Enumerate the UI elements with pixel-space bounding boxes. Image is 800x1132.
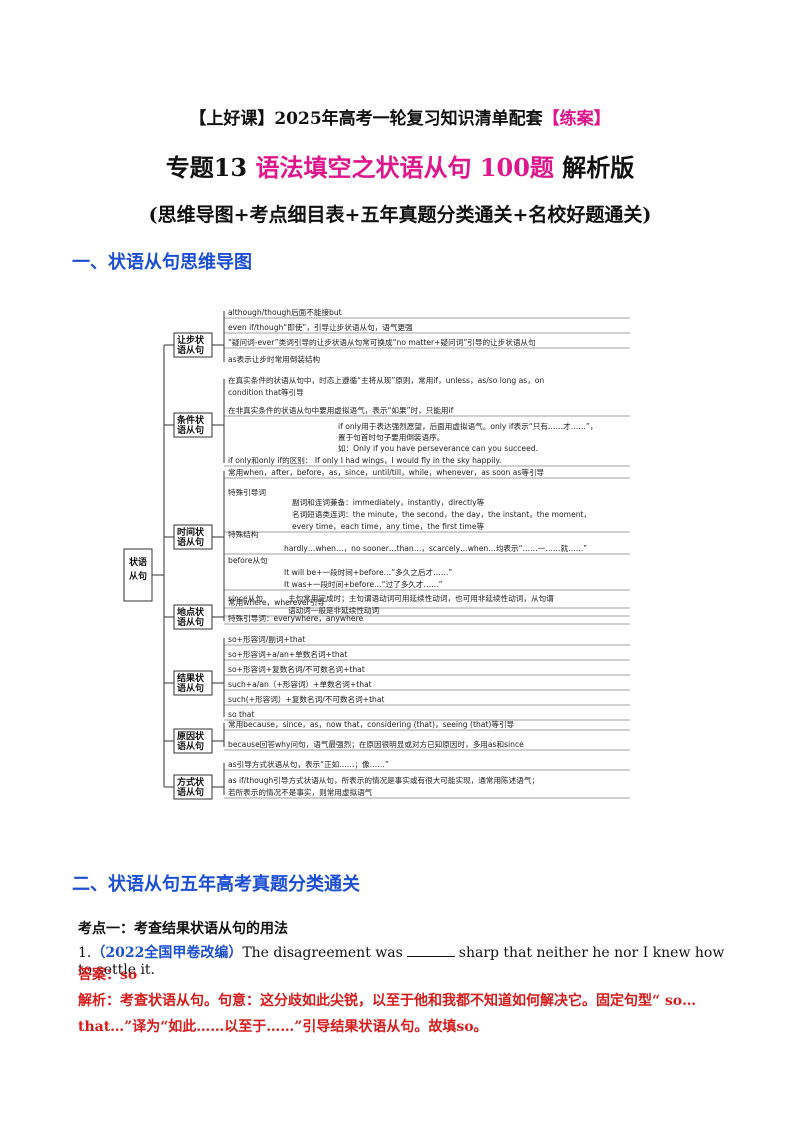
mindmap-item: before从句 [228, 555, 268, 565]
mindmap-item: 若所表示的情况不是事实，则常用虚拟语气 [228, 787, 373, 797]
mindmap-branch-box [173, 524, 213, 550]
mindmap-item: hardly…when…，no sooner…than…，scarcely…wh… [284, 543, 587, 553]
mindmap-branch-label: 结果状 [177, 672, 205, 684]
answer-line: 答案：so [78, 967, 138, 983]
mindmap-item: 常用when，after，before，as，since，until/till，… [228, 467, 545, 477]
mindmap-item: 特殊结构 [228, 529, 259, 539]
mindmap-item: 特殊引导词 [228, 487, 266, 497]
mindmap-branch-label: 方式状 [177, 776, 205, 788]
doc-title-line1: 【上好课】2025年高考一轮复习知识清单配套【练案】 [189, 109, 611, 129]
mindmap-item: such(+形容词）+复数名词/不可数名词+that [228, 694, 385, 704]
mindmap-item: even if/though“即使”，引导让步状语从句，语气更强 [228, 322, 413, 332]
mindmap-item: 常用where，wherever引导 [228, 598, 325, 607]
mindmap-branch-label: 语从句 [177, 536, 204, 548]
mindmap-item: “疑问词-ever”类词引导的让步状语从句常可换成“no matter+疑问词”… [228, 337, 536, 347]
mindmap-item: 置于句首时句子要用倒装语序。 [338, 432, 444, 442]
doc-subtitle: (思维导图+考点细目表+五年真题分类通关+名校好题通关) [148, 204, 652, 226]
mindmap-item: so that [228, 710, 254, 719]
mindmap-branch-label: 条件状 [176, 414, 205, 426]
mindmap-item: 特殊引导词：everywhere，anywhere [228, 613, 364, 623]
section-heading-mindmap: 一、状语从句思维导图 [72, 252, 252, 273]
doc-title-main: 专题13 语法填空之状语从句 100题 解析版 [165, 153, 635, 182]
mindmap-item: 常用because，since，as，now that，considering … [228, 719, 515, 729]
explanation: 解析：考查状语从句。句意：这分歧如此尖锐，以至于他和我都不知道如何解决它。固定句… [78, 993, 697, 1035]
mindmap-item: 名词短语类连词：the minute，the second，the day，th… [292, 509, 591, 519]
mindmap-branch-label: 时间状 [177, 526, 205, 538]
mindmap-branch-label: 语从句 [177, 740, 204, 752]
mindmap-item: 主句常用完成时；主句谓语动词可用延续性动词，也可用非延续性动词，从句谓 [288, 593, 554, 603]
answer-blank [406, 943, 455, 957]
mindmap-item: 在非真实条件的状语从句中要用虚拟语气，表示“如果”时，只能用if [228, 405, 454, 415]
mindmap-item: 在真实条件的状语从句中，时态上遵循“主将从现”原则，常用if，unless，as… [228, 375, 544, 385]
mindmap-item: 如：Only if you have perseverance can you … [338, 443, 538, 453]
mindmap-item: every time，each time，any time，the first … [292, 521, 485, 531]
mindmap-item: because回答why问句，语气最强烈；在原因很明显或对方已知原因时，多用as… [228, 739, 524, 749]
mindmap-branch-label: 语从句 [177, 786, 204, 798]
mindmap-item: if only和only if的区别： If only I had wings，… [228, 455, 501, 465]
mindmap-root-label: 从句 [129, 570, 147, 582]
mindmap-item: since从句 [228, 593, 263, 603]
mindmap-item: 副词和连词兼备：immediately，instantly，directly等 [292, 497, 485, 507]
mindmap-branch-box [173, 604, 213, 630]
mindmap-item: so+形容词/副词+that [228, 634, 305, 644]
mindmap-branch-label: 语从句 [177, 616, 204, 628]
mindmap-item: as引导方式状语从句，表示“正如……；像……” [228, 759, 389, 769]
mindmap-branch-label: 原因状 [177, 730, 205, 742]
mindmap-item: such+a/an（+形容词）+单数名词+that [228, 679, 372, 689]
mindmap-item: although/though后面不能接but [228, 307, 342, 317]
mindmap-item: as if/though引导方式状语从句，所表示的情况是事实或有很大可能实现，通… [228, 775, 539, 785]
mindmap-branch-label: 语从句 [177, 424, 204, 436]
question-source: （2022全国甲卷改编） [91, 945, 243, 961]
mindmap-item: 语动词一般是非延续性动词 [288, 605, 379, 615]
mindmap-item: if only用于表达强烈愿望，后面用虚拟语气。only if表示“只有……才…… [338, 421, 597, 431]
mindmap-branch-label: 语从句 [177, 344, 204, 356]
mindmap-branch-label: 让步状 [177, 334, 205, 346]
mindmap-item: condition that等引导 [228, 387, 304, 397]
mindmap-branch-box [173, 670, 213, 696]
mindmap-item: so+形容词+复数名词/不可数名词+that [228, 664, 365, 674]
mindmap-root-label: 状语 [129, 556, 147, 568]
mindmap-item: It will be+一段时间+before…“多久之后才……” [284, 567, 452, 577]
mindmap-branch-box [173, 332, 213, 358]
kaodian-heading: 考点一：考查结果状语从句的用法 [78, 921, 288, 937]
mindmap-item: so+形容词+a/an+单数名词+that [228, 649, 347, 659]
section-heading-exam: 二、状语从句五年高考真题分类通关 [72, 874, 360, 895]
mindmap-item: It was+一段时间+before…“过了多久才……” [284, 579, 443, 589]
mindmap-branch-label: 地点状 [177, 606, 205, 618]
mindmap-branch-label: 语从句 [177, 682, 204, 694]
mindmap-item: as表示让步时常用倒装结构 [228, 354, 321, 364]
